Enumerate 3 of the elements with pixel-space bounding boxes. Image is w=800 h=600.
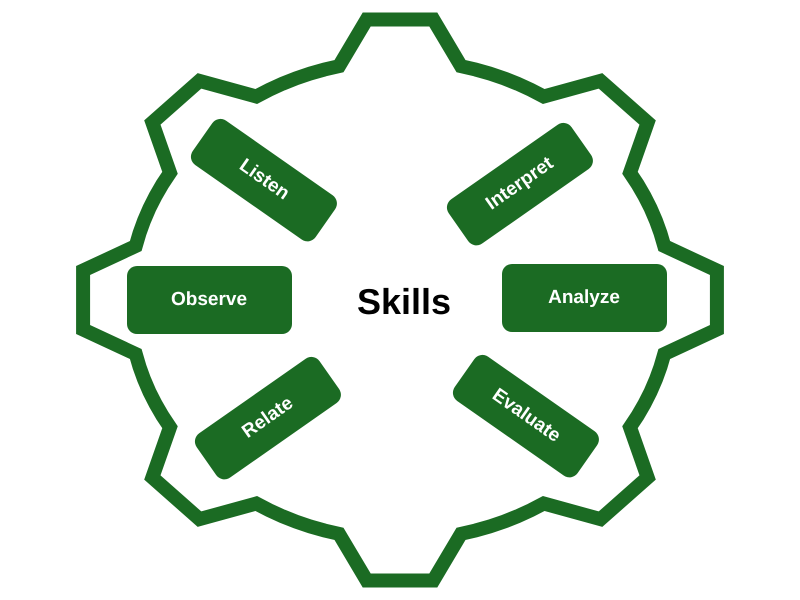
skill-label: Observe [170,289,248,311]
skill-label: Analyze [548,287,620,309]
center-title: Skills [356,281,452,323]
